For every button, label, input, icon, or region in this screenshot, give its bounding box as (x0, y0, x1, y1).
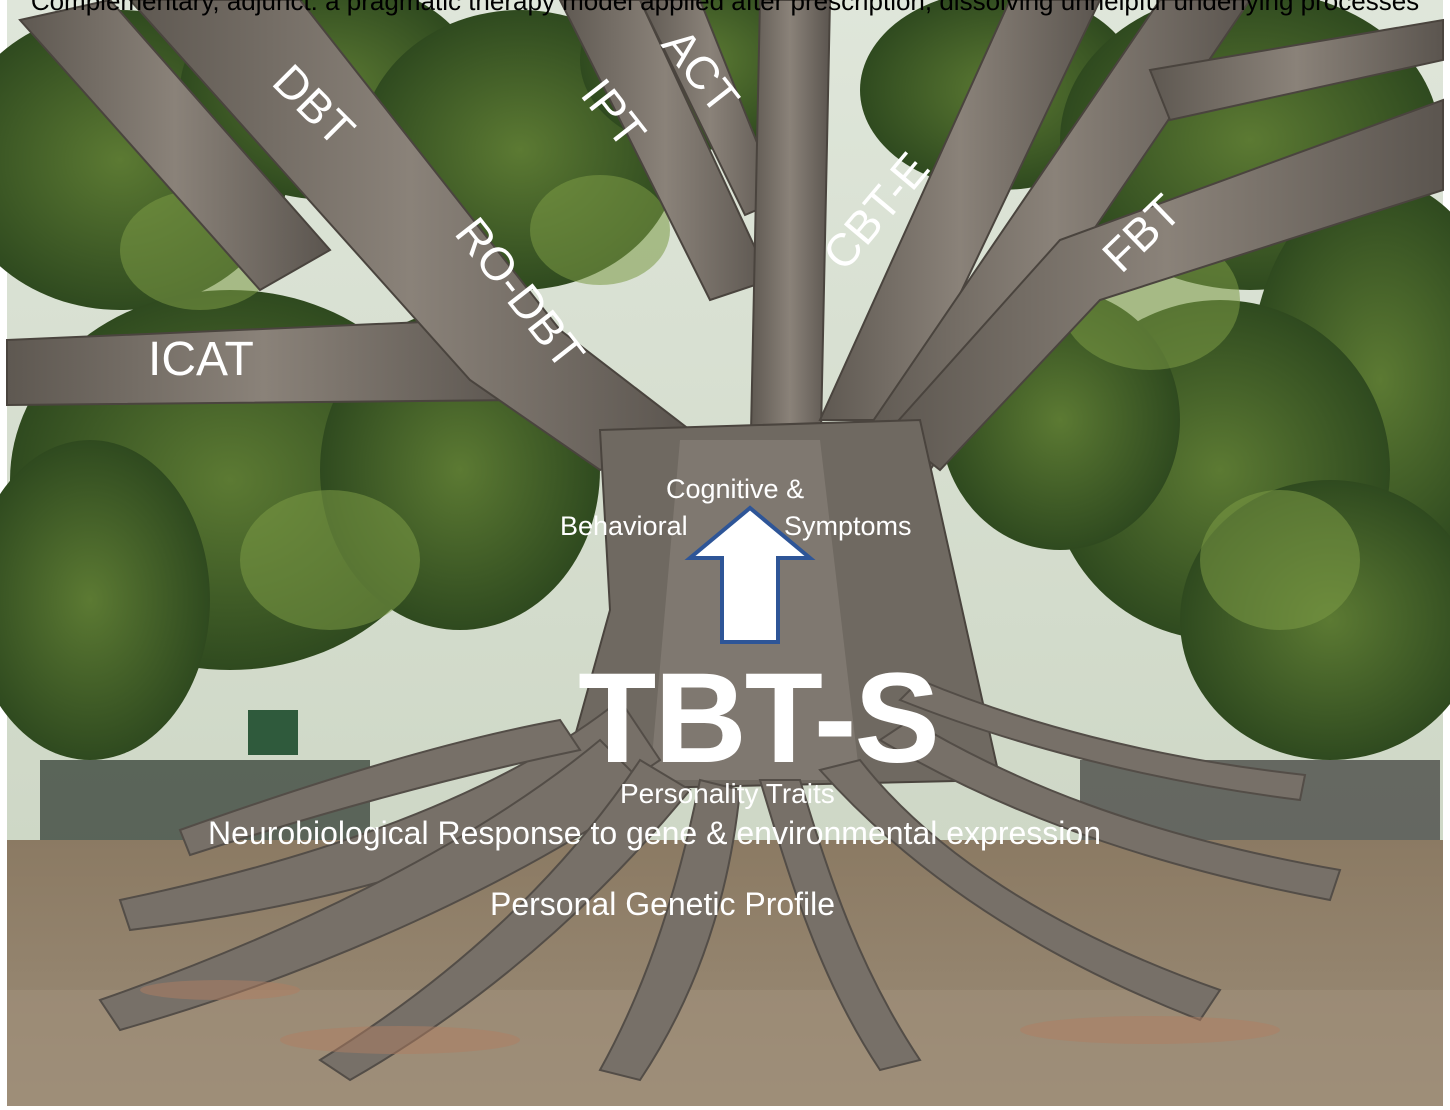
central-label-tbt-s: TBT-S (568, 655, 948, 783)
trunk-label-symptoms: Symptoms (784, 513, 912, 540)
root-label-neurobiological: Neurobiological Response to gene & envir… (208, 817, 1101, 849)
root-label-personality-traits: Personality Traits (620, 780, 835, 808)
trunk-label-behavioral: Behavioral (560, 513, 688, 540)
top-caption: Complementary, adjunct: a pragmatic ther… (0, 0, 1450, 17)
branch-label-icat: ICAT (148, 336, 254, 384)
root-label-genetic-profile: Personal Genetic Profile (490, 888, 835, 920)
trunk-label-cognitive: Cognitive & (666, 476, 804, 503)
